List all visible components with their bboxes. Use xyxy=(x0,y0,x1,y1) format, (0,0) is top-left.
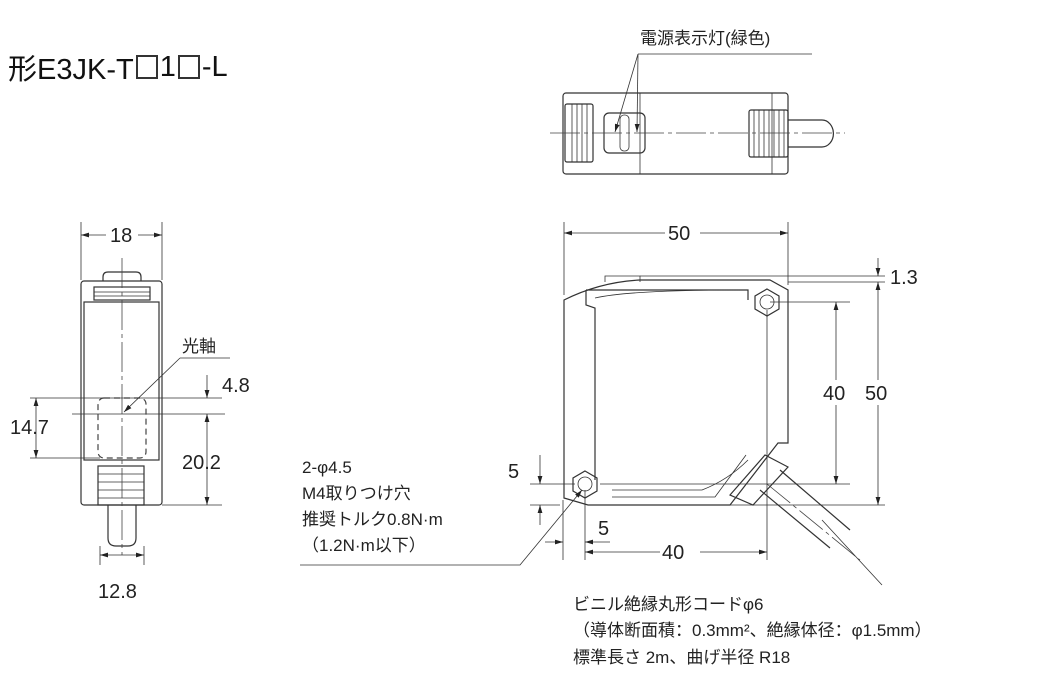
mount-hole-note: 2-φ4.5 M4取りつけ穴 推奨トルク0.8N·m （1.2N·m以下） xyxy=(300,458,583,566)
cable-note-line1: ビニル絶縁丸形コードφ6 xyxy=(573,595,763,614)
side-body xyxy=(80,280,163,506)
knurl-lines-right xyxy=(753,110,785,157)
side-view: 18 光軸 14.7 4.8 20.2 12.8 xyxy=(10,222,250,603)
placeholder-box xyxy=(177,55,200,79)
side-connector xyxy=(97,465,145,506)
optical-axis-label: 光軸 xyxy=(182,337,216,356)
mount-note-line2: M4取りつけ穴 xyxy=(302,484,411,503)
model-title: 形E3JK-T 1 -L xyxy=(8,46,228,88)
dim-12-8: 12.8 xyxy=(98,581,137,603)
front-body xyxy=(563,279,789,506)
front-cable xyxy=(729,454,861,561)
cable-note-line3: 標準長さ 2m、曲げ半径 R18 xyxy=(573,648,790,667)
dim-5-horizontal: 5 xyxy=(598,518,609,540)
mount-note-line4: （1.2N·m以下） xyxy=(302,536,426,555)
dim-5-vertical: 5 xyxy=(508,461,519,483)
model-prefix: 形E3JK-T xyxy=(8,54,134,86)
dim-20-2: 20.2 xyxy=(182,452,221,474)
cable-note-line2: （導体断面積：0.3mm²、絶縁体径：φ1.5mm） xyxy=(573,621,932,640)
optical-area xyxy=(97,397,147,459)
cable-stub xyxy=(788,119,835,148)
dim-40-vertical: 40 xyxy=(823,383,845,405)
side-lens-face xyxy=(83,301,160,461)
knurled-nut-right xyxy=(748,109,789,158)
dim-50-vertical: 50 xyxy=(865,383,887,405)
placeholder-box xyxy=(135,55,158,79)
dim-18: 18 xyxy=(110,225,132,247)
mount-note-line3: 推奨トルク0.8N·m xyxy=(302,510,443,529)
dim-50-width: 50 xyxy=(668,223,690,245)
mount-note-line1: 2-φ4.5 xyxy=(302,458,352,477)
dim-14-7: 14.7 xyxy=(10,417,49,439)
model-middle: 1 xyxy=(159,50,176,83)
model-suffix: -L xyxy=(201,50,228,83)
led-label: 電源表示灯(緑色) xyxy=(640,29,770,48)
dim-4-8: 4.8 xyxy=(222,375,250,397)
dim-40-horizontal: 40 xyxy=(662,542,684,564)
dim-1-3: 1.3 xyxy=(890,267,918,289)
top-view: 電源表示灯(緑色) xyxy=(550,29,845,175)
cable-note: ビニル絶縁丸形コードφ6 （導体断面積：0.3mm²、絶縁体径：φ1.5mm） … xyxy=(573,519,932,667)
front-view: 50 1.3 50 40 xyxy=(508,222,918,564)
